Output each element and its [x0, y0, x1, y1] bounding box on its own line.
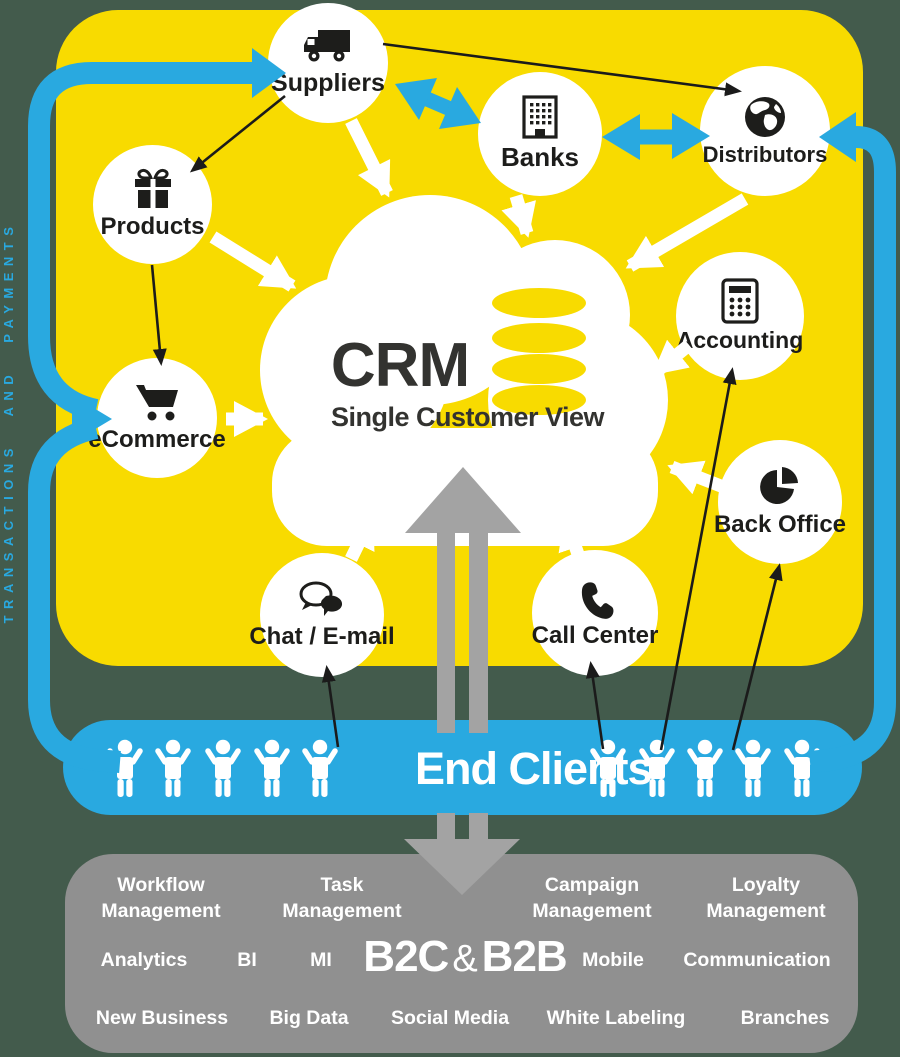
capability-bi: BI — [237, 949, 257, 971]
capability-white-labeling: White Labeling — [546, 1007, 686, 1029]
transactions-payments-label: TRANSACTIONS AND PAYMENTS — [1, 220, 16, 624]
node-back-office: Back Office — [714, 440, 846, 564]
gray-down-shaft-right — [469, 813, 488, 841]
shopping-cart-icon — [136, 384, 178, 420]
capability-new-business: New Business — [95, 1007, 229, 1029]
node-banks: Banks — [478, 72, 602, 196]
node-distributors: Distributors — [700, 66, 830, 196]
node-ecommerce-label: eCommerce — [88, 425, 226, 453]
b2c-b2b-label: B2C&B2B — [363, 932, 568, 982]
node-chat-email-label: Chat / E-mail — [249, 622, 395, 650]
node-suppliers-label: Suppliers — [271, 69, 385, 97]
truck-icon — [304, 30, 350, 62]
capability-loyalty-management: Loyalty Management — [706, 874, 826, 922]
capability-task-management: Task Management — [282, 874, 402, 922]
b2c-label: B2C — [363, 932, 449, 981]
capability-mi: MI — [310, 949, 332, 971]
pie-chart-icon — [760, 466, 798, 504]
node-distributors-label: Distributors — [702, 141, 828, 167]
capability-communication: Communication — [683, 949, 831, 971]
node-products: Products — [93, 145, 212, 264]
node-call-center-label: Call Center — [531, 621, 659, 649]
globe-icon — [745, 96, 785, 137]
ampersand: & — [452, 938, 478, 980]
node-accounting: Accounting — [676, 252, 804, 380]
node-suppliers: Suppliers — [268, 3, 388, 123]
node-chat-email: Chat / E-mail — [249, 553, 395, 677]
capability-workflow-management: Workflow Management — [101, 874, 221, 922]
end-clients-bar: End Clients — [63, 720, 862, 815]
node-banks-label: Banks — [500, 142, 580, 172]
capability-branches: Branches — [740, 1007, 830, 1029]
node-products-label: Products — [100, 213, 205, 240]
node-ecommerce: eCommerce — [88, 358, 226, 478]
capability-analytics: Analytics — [100, 949, 188, 971]
gray-down-shaft-left — [437, 813, 455, 841]
chat-bubbles-icon — [299, 581, 343, 616]
end-clients-people — [63, 720, 862, 815]
gift-icon — [134, 168, 171, 208]
capability-big-data: Big Data — [269, 1007, 349, 1029]
bank-building-icon — [522, 95, 558, 139]
calculator-icon — [721, 278, 759, 324]
node-accounting-label: Accounting — [676, 327, 804, 353]
node-call-center: Call Center — [532, 550, 658, 676]
capability-campaign-management: Campaign Management — [532, 874, 652, 922]
capability-mobile: Mobile — [582, 949, 644, 971]
b2b-label: B2B — [481, 932, 568, 981]
node-back-office-label: Back Office — [713, 510, 847, 538]
capability-social-media: Social Media — [390, 1007, 510, 1029]
capabilities-panel: Workflow Management Task Management Camp… — [65, 854, 858, 1053]
phone-icon — [581, 581, 614, 619]
